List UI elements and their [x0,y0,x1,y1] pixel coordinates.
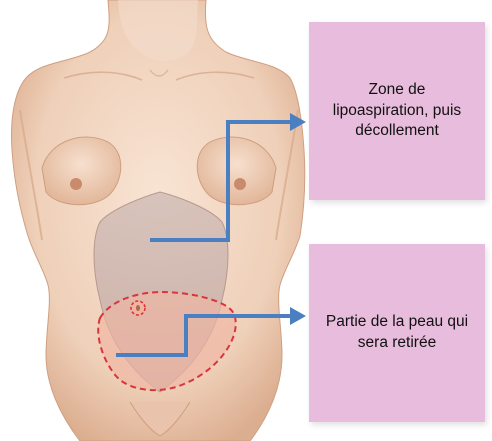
right-nipple [234,178,246,190]
callout-liposuction-zone: Zone de lipoaspiration, puis décollement [309,22,485,200]
navel [136,305,140,311]
left-nipple [70,178,82,190]
callout-skin-removed: Partie de la peau qui sera retirée [309,244,485,422]
callout-liposuction-label: Zone de lipoaspiration, puis décollement [319,80,475,143]
callout-skin-removed-label: Partie de la peau qui sera retirée [319,312,475,354]
